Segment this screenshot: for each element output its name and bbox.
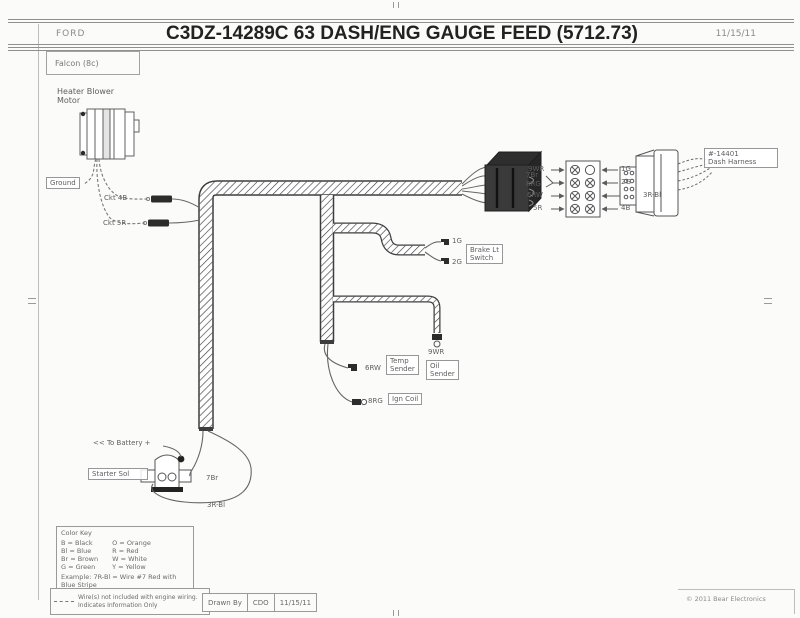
color-key-entry: R = Red (112, 547, 139, 555)
info-note-text: Wire(s) not included with engine wiring.… (78, 594, 198, 609)
terminal-circles (569, 164, 596, 215)
dashed-wire-sample (54, 601, 74, 602)
registration-mark (28, 303, 36, 304)
strip-wire-label: 4B (621, 204, 631, 212)
ign-coil-box: Ign Coil (388, 393, 423, 405)
dash-harness-connector-drawing (619, 149, 679, 217)
color-key-entry: B = Black (61, 539, 93, 547)
footer-frame-line (678, 589, 795, 590)
registration-mark (393, 2, 394, 8)
heater-blower-motor-drawing (79, 108, 140, 160)
registration-mark (764, 298, 772, 299)
starter-solenoid-box: Starter Sol (88, 468, 148, 480)
terminal-strip-drawing (545, 160, 640, 218)
brake-wire-bottom-label: 2G (452, 258, 462, 266)
brake-wire-top-label: 1G (452, 237, 462, 245)
registration-mark (398, 2, 399, 8)
ground-box: Ground (46, 177, 80, 189)
coil-wire-label: 8RG (368, 397, 383, 405)
starter-wire-lower-label: 3R-Bl (207, 501, 226, 509)
strip-wire-label: 6RW (527, 191, 543, 199)
drawn-by-label: Drawn By (208, 598, 242, 607)
color-key-entry: Br = Brown (61, 555, 99, 563)
color-key-title: Color Key (61, 529, 92, 537)
oil-sender-branch (333, 295, 441, 333)
info-note-box: Wire(s) not included with engine wiring.… (50, 588, 210, 615)
heater-circuit-stubs (142, 195, 201, 227)
title-date: 11/15/11 (715, 28, 756, 39)
drawn-by-table: Drawn By CDO 11/15/11 (202, 593, 318, 612)
starter-solenoid-wires (151, 430, 252, 504)
registration-mark (764, 303, 772, 304)
engine-gauge-feed-connector (484, 150, 543, 213)
title-bar: FORD C3DZ-14289C 63 DASH/ENG GAUGE FEED … (40, 23, 760, 44)
registration-mark (393, 610, 394, 616)
temp-sender-box: Temp Sender (386, 355, 419, 375)
oil-sender-connector (432, 334, 442, 348)
footer-frame-line (794, 589, 795, 614)
brake-switch-box: Brake Lt Switch (466, 244, 503, 264)
color-key-entry: O = Orange (112, 539, 151, 547)
oil-wire-label: 9WR (428, 348, 445, 356)
strip-wire-label: 3R-Bl (643, 191, 662, 199)
battery-label: << To Battery + (93, 439, 151, 447)
heater-motor-wires (83, 158, 149, 225)
trunk-to-connector-wires (461, 166, 488, 204)
starter-solenoid-drawing (140, 454, 192, 492)
model-tag-box: Falcon (8c) (46, 51, 140, 75)
color-key-entry: W = White (112, 555, 148, 563)
strip-wire-label: 1G (621, 165, 631, 173)
starter-wire-upper-label: 7Br (206, 474, 219, 482)
temp-wire-label: 6RW (365, 364, 381, 372)
brake-switch-wires (424, 239, 449, 264)
dash-harness-box: #-14401 Dash Harness (704, 148, 778, 168)
color-key-col1: B = Black Bl = Blue Br = Brown G = Green (61, 539, 98, 571)
title-band-top-rule (8, 19, 794, 23)
heater-motor-label: Heater Blower Motor (57, 87, 115, 105)
color-key-entry: Bl = Blue (61, 547, 92, 555)
color-key-columns: B = Black Bl = Blue Br = Brown G = Green… (61, 539, 189, 571)
sub-harness-trunk (319, 195, 335, 344)
color-key-col2: O = Orange R = Red W = White Y = Yellow (112, 539, 151, 571)
strip-wire-label: 7Br (526, 171, 539, 179)
circuit-5-label: Ckt 5R (103, 219, 127, 227)
drawn-by-value: CDO (246, 594, 274, 611)
page-frame-left-line (38, 24, 39, 600)
color-key-box: Color Key B = Black Bl = Blue Br = Brown… (56, 526, 194, 595)
title-band-bottom-rule (8, 44, 794, 51)
main-harness-trunk (198, 180, 462, 431)
registration-mark (398, 610, 399, 616)
page-title: C3DZ-14289C 63 DASH/ENG GAUGE FEED (5712… (166, 22, 638, 44)
color-key-entry: Y = Yellow (112, 563, 146, 571)
strip-wire-label: 5R (533, 204, 543, 212)
color-key-example: Example: 7R-Bl = Wire #7 Red with Blue S… (61, 573, 177, 589)
registration-mark (28, 298, 36, 299)
oil-sender-box: Oil Sender (426, 360, 459, 380)
strip-wire-label: 2G (621, 178, 631, 186)
brand-label: FORD (56, 28, 86, 39)
copyright-label: © 2011 Bear Electronics (686, 595, 766, 603)
drawn-date: 11/15/11 (273, 594, 316, 611)
strip-wire-label: 8RG (526, 180, 541, 188)
strip-wire-label: 9WR (528, 165, 545, 173)
model-tag-label: Falcon (8c) (55, 58, 99, 68)
color-key-entry: G = Green (61, 563, 96, 571)
circuit-4-label: Ckt 4B (104, 194, 128, 202)
brake-switch-branch-trunk (333, 222, 425, 256)
temp-and-coil-wires (323, 343, 368, 406)
